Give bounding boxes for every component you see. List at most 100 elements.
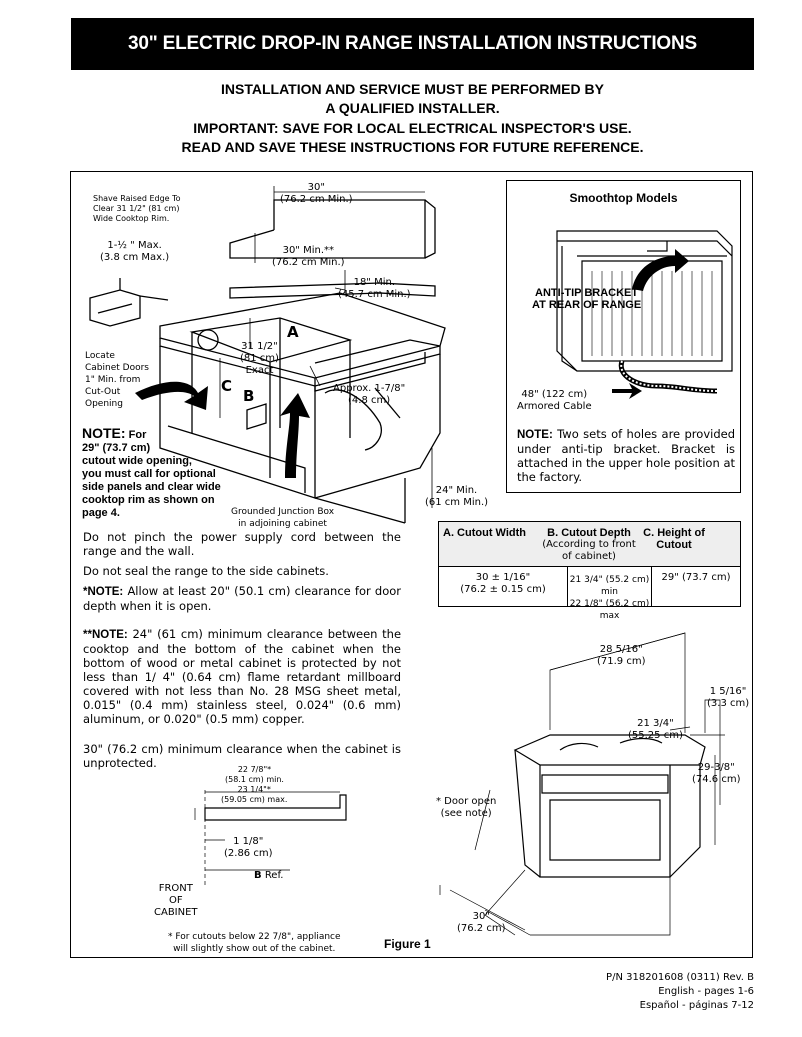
anti-tip-bracket-line-2: AT REAR OF RANGE <box>532 299 642 311</box>
cutout-width-imperial: 30 ± 1/16" <box>475 572 531 583</box>
table-divider-1 <box>567 566 568 606</box>
letter-a: A <box>287 323 299 341</box>
rim-height-metric: (2.86 cm) <box>224 848 273 859</box>
clearance-note-text: 24" (61 cm) minimum clearance between th… <box>83 627 402 726</box>
rim-height-label: 1 1/8" (2.86 cm) <box>224 836 273 860</box>
smoothtop-box: Smoothtop Models ANTI-TIP BRACKET AT REA… <box>506 180 741 493</box>
front-line-2: OF <box>168 895 183 906</box>
figure-label: Figure 1 <box>384 937 431 951</box>
smoothtop-range-illustration <box>556 230 733 399</box>
paragraph-door-note: *NOTE: Allow at least 20" (50.1 cm) clea… <box>83 584 401 613</box>
cutout-header-c: C. Height of Cutout <box>639 527 709 551</box>
junction-box-label: Grounded Junction Box in adjoining cabin… <box>231 506 334 530</box>
intro-warnings: INSTALLATION AND SERVICE MUST BE PERFORM… <box>71 80 754 157</box>
range-depth-value: 21 3/4" <box>637 718 674 729</box>
door-note-text: Allow at least 20" (50.1 cm) clearance f… <box>83 584 402 613</box>
range-height-metric: (74.6 cm) <box>692 774 741 785</box>
paragraph-clearance-note: **NOTE: 24" (61 cm) minimum clearance be… <box>83 627 401 726</box>
shave-note-line-2: Clear 31 1/2" (81 cm) <box>93 204 180 213</box>
door-open-ref: (see note) <box>440 808 492 819</box>
locate-doors-line-1: Locate <box>85 351 115 361</box>
smoothtop-note-label: NOTE: <box>517 429 553 441</box>
cutout-header-b-title: B. Cutout Depth <box>547 527 631 539</box>
range-dimension-drawing <box>439 632 725 936</box>
shave-note-line-1: Shave Raised Edge To <box>93 194 181 203</box>
max-depth-value: 23 1/4"* <box>237 785 271 794</box>
min-depth-label: 22 7/8"* (58.1 cm) min. <box>225 765 284 785</box>
cutout-exact-value: 31 1/2" <box>241 341 278 352</box>
front-line-3: CABINET <box>154 907 198 918</box>
junction-box-line-2: in adjoining cabinet <box>238 519 327 529</box>
range-width-bottom-metric: (76.2 cm) <box>457 923 506 934</box>
top-width-label: 30" (76.2 cm Min.) <box>280 182 353 206</box>
wide-cutout-note-label: NOTE: <box>82 425 126 441</box>
side-footnote-line-1: * For cutouts below 22 7/8", appliance <box>168 932 341 942</box>
range-width-bottom-label: 30" (76.2 cm) <box>457 911 506 935</box>
side-clearance-value: 18" Min. <box>353 277 396 288</box>
side-footnote-line-2: will slightly show out of the cabinet. <box>173 944 336 954</box>
range-width-top-value: 28 5/16" <box>599 644 643 655</box>
cutout-width-value: 30 ± 1/16" (76.2 ± 0.15 cm) <box>439 572 567 596</box>
cutout-table: A. Cutout Width B. Cutout Depth (Accordi… <box>438 521 741 621</box>
wide-cutout-note-line-2: 29" (73.7 cm) <box>82 442 151 454</box>
part-number: P/N 318201608 (0311) Rev. B <box>606 972 754 983</box>
cutout-height-value: 29" (73.7 cm) <box>661 572 731 583</box>
locate-doors-label: Locate Cabinet Doors 1" Min. from Cut-Ou… <box>85 350 149 410</box>
side-clearance-label: 18" Min. (45.7 cm Min.) <box>338 277 411 301</box>
wide-cutout-note: NOTE: For 29" (73.7 cm) cutout wide open… <box>82 425 221 520</box>
cutout-header-c-sub: Cutout <box>656 539 692 551</box>
approx-depth-label: Approx. 1-7/8" (4.8 cm) <box>333 383 405 407</box>
cabinet-illustration <box>89 186 446 524</box>
range-width-top-label: 28 5/16" (71.9 cm) <box>597 644 646 668</box>
cutout-header-b-sub: (According to front <box>542 539 636 550</box>
armored-cable-label: 48" (122 cm) Armored Cable <box>517 389 592 413</box>
smoothtop-note-text: Two sets of holes are provided under ant… <box>517 427 735 484</box>
spanish-pages: Español - páginas 7-12 <box>639 1000 754 1011</box>
locate-doors-line-3: 1" Min. from <box>85 375 141 385</box>
armored-cable-length: 48" (122 cm) <box>521 389 588 400</box>
wide-cutout-note-line-5: side panels and clear wide <box>82 481 221 493</box>
cutout-header-b-sub2: of cabinet) <box>562 551 616 562</box>
approx-depth-metric: (4.8 cm) <box>348 395 391 406</box>
page-title-text: 30" ELECTRIC DROP-IN RANGE INSTALLATION … <box>128 33 697 54</box>
cutout-header-a: A. Cutout Width <box>443 527 526 539</box>
door-open-label: * Door open (see note) <box>436 796 496 820</box>
front-line-1: FRONT <box>158 883 193 894</box>
english-pages: English - pages 1-6 <box>658 986 754 997</box>
junction-box-line-1: Grounded Junction Box <box>231 507 335 517</box>
range-width-top-metric: (71.9 cm) <box>597 656 646 667</box>
approx-depth-value: Approx. 1-7/8" <box>333 383 406 394</box>
footer: P/N 318201608 (0311) Rev. B English - pa… <box>606 971 754 1013</box>
range-depth-label: 21 3/4" (55.25 cm) <box>628 718 683 742</box>
cutout-exact-word: Exact <box>245 365 274 376</box>
rim-max-value: 1-½ " Max. <box>107 240 162 251</box>
intro-line-2: A QUALIFIED INSTALLER. <box>325 100 500 116</box>
range-height-value: 29-3/8" <box>697 762 735 773</box>
anti-tip-bracket-line-1: ANTI-TIP BRACKET <box>535 287 639 299</box>
wide-cutout-note-line-6: cooktop rim as shown on <box>82 494 215 506</box>
wide-cutout-note-line-4: you must call for optional <box>82 468 216 480</box>
locate-doors-line-5: Opening <box>85 399 123 409</box>
locate-doors-line-2: Cabinet Doors <box>85 363 149 373</box>
top-width-metric: (76.2 cm Min.) <box>280 194 353 205</box>
letter-c: C <box>221 377 233 395</box>
side-footnote: * For cutouts below 22 7/8", appliance w… <box>168 931 341 955</box>
bottom-clearance-label: 24" Min. (61 cm Min.) <box>425 485 488 509</box>
range-rim-label: 1 5/16" (3.3 cm) <box>707 686 749 710</box>
range-height-label: 29-3/8" (74.6 cm) <box>692 762 741 786</box>
front-of-cabinet-label: FRONT OF CABINET <box>154 883 198 919</box>
rim-max-metric: (3.8 cm Max.) <box>100 252 170 263</box>
ref-text: Ref. <box>264 870 284 881</box>
wide-cutout-note-line-7: page 4. <box>82 507 120 519</box>
table-divider-2 <box>651 566 652 606</box>
door-note-label: *NOTE: <box>83 586 124 598</box>
rim-side-view <box>194 790 347 885</box>
paragraph-unprotected: 30" (76.2 cm) minimum clearance when the… <box>83 742 401 770</box>
ref-label: B Ref. <box>254 870 283 882</box>
max-depth-metric: (59.05 cm) max. <box>221 795 288 804</box>
door-open-text: * Door open <box>436 796 497 807</box>
range-depth-metric: (55.25 cm) <box>628 730 683 741</box>
upper-clearance-label: 30" Min.** (76.2 cm Min.) <box>272 245 345 269</box>
cutout-header-c-title: C. Height of <box>643 527 705 539</box>
range-width-bottom-value: 30" <box>472 911 490 922</box>
